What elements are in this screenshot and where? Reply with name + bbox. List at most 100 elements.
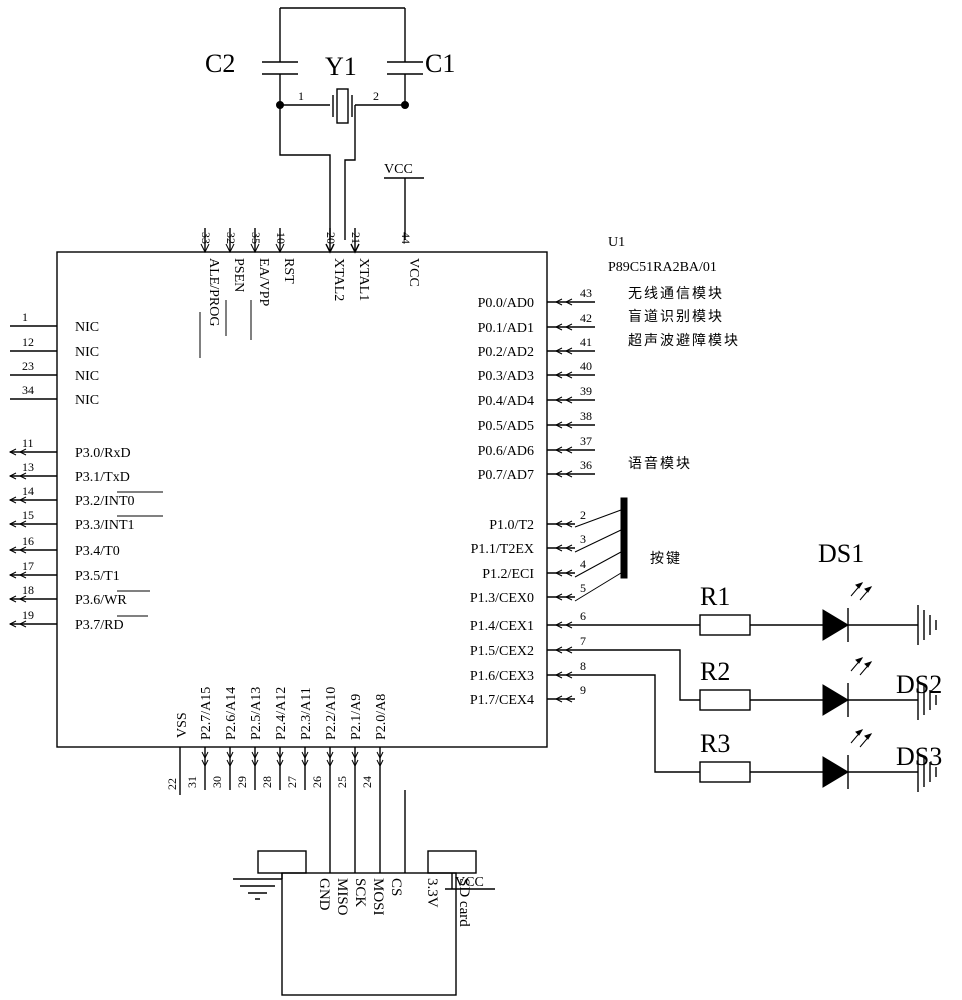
sd-pin-sck: SCK xyxy=(352,878,368,907)
pin-number: 28 xyxy=(260,776,274,788)
crystal-pin1-label: 1 xyxy=(298,89,304,103)
pin-name: P2.6/A14 xyxy=(224,687,239,740)
bottom-pin-p2-4-a12: 28P2.4/A12 xyxy=(260,687,289,790)
pin-name: P3.1/TxD xyxy=(75,470,130,485)
ground-symbol xyxy=(233,873,282,899)
y1-label: Y1 xyxy=(325,52,357,81)
right-pin-p1-1-t2ex: 3P1.1/T2EX xyxy=(471,532,586,557)
left-pin-nic-12: 12NIC xyxy=(10,335,99,360)
pin-number: 34 xyxy=(22,383,34,397)
pin-number: 44 xyxy=(399,232,413,244)
right-pin-p1-2-eci: 4P1.2/ECI xyxy=(482,557,586,582)
pin-number: 12 xyxy=(22,335,34,349)
ground-symbol xyxy=(918,605,936,645)
pin-name: NIC xyxy=(75,320,99,335)
pin-name: P0.6/AD6 xyxy=(478,444,534,459)
pin-name: P1.2/ECI xyxy=(482,567,534,582)
chip-ref-label: U1 xyxy=(608,235,625,250)
sd-card-module: VCC GND MISO SCK MOSI CS 3.3V SD card xyxy=(233,790,495,995)
pin-name: P0.3/AD3 xyxy=(478,369,534,384)
right-pin-p0-6-ad6: 37P0.6/AD6 xyxy=(478,434,595,459)
pin-name: P1.4/CEX1 xyxy=(470,619,534,634)
ultrasonic-module-label: 超声波避障模块 xyxy=(628,333,740,349)
pin-name: P2.5/A13 xyxy=(249,687,264,740)
top-pin-ale-prog: 33ALE/PROG xyxy=(199,228,221,326)
pin-name: P1.0/T2 xyxy=(489,518,534,533)
vss-label: VSS xyxy=(175,712,190,738)
pin-name: P0.1/AD1 xyxy=(478,321,534,336)
pin-name: P2.1/A9 xyxy=(349,694,364,740)
bottom-pin-p2-3-a11: 27P2.3/A11 xyxy=(285,687,314,790)
right-pin-group: 43P0.0/AD042P0.1/AD141P0.2/AD240P0.3/AD3… xyxy=(470,286,595,708)
pin-name: XTAL2 xyxy=(331,258,346,301)
left-pin-p3-1-txd-13: 13P3.1/TxD xyxy=(10,460,130,485)
bottom-pin-group: 31 P2.7/A15 30 P2.6/A14 29 P2.5/A1328P2.4/A12… xyxy=(185,687,389,790)
pin-number: 4 xyxy=(580,557,586,571)
capacitor-c1-symbol xyxy=(387,62,423,74)
pin-name: P3.0/RxD xyxy=(75,446,131,461)
pin-number: 23 xyxy=(22,359,34,373)
pin-number: 30 xyxy=(210,776,224,788)
pin-number: 37 xyxy=(580,434,592,448)
pin-name: EA/VPP xyxy=(256,258,271,306)
sd-pin-cs: CS xyxy=(388,878,404,896)
crystal-network: C2 Y1 C1 1 2 VCC xyxy=(205,8,455,240)
pin-number: 13 xyxy=(22,460,34,474)
pin-number: 6 xyxy=(580,609,586,623)
pin-name: P3.5/T1 xyxy=(75,569,120,584)
wireless-module-label: 无线通信模块 xyxy=(628,286,724,302)
left-pin-p3-3-int1-15: 15P3.3/INT1 xyxy=(10,508,135,533)
right-pin-p1-7-cex4: 9P1.7/CEX4 xyxy=(470,683,586,708)
top-pin-xtal2: 20XTAL2 xyxy=(324,228,346,301)
resistor-r1 xyxy=(700,615,750,635)
pin-number: 17 xyxy=(22,559,34,573)
sd-pin-gnd: GND xyxy=(316,878,332,911)
r1-label: R1 xyxy=(700,582,730,611)
pin-number: 25 xyxy=(335,776,349,788)
sd-tab-left xyxy=(258,851,306,873)
pin-name: P1.6/CEX3 xyxy=(470,669,534,684)
keys-bus: 按键 xyxy=(575,498,682,601)
pin-name: P3.3/INT1 xyxy=(75,518,135,533)
left-pin-p3-5-t1-17: 17P3.5/T1 xyxy=(10,559,120,584)
c2-label: C2 xyxy=(205,49,235,78)
pin-name: P0.4/AD4 xyxy=(478,394,534,409)
capacitor-c2-symbol xyxy=(262,62,298,74)
ds3-label: DS3 xyxy=(896,742,942,771)
pin-number: 21 xyxy=(349,232,363,244)
chip-part-label: P89C51RA2BA/01 xyxy=(608,260,717,275)
pin-name: P2.7/A15 xyxy=(199,687,214,740)
pin-number: 20 xyxy=(324,232,338,244)
pin-name: PSEN xyxy=(231,258,246,292)
pin-number: 31 xyxy=(185,776,199,788)
pin-name: P2.2/A10 xyxy=(324,687,339,740)
top-pin-vcc: 44VCC xyxy=(399,232,421,287)
pin-number: 38 xyxy=(580,409,592,423)
pin-number: 42 xyxy=(580,311,592,325)
top-pin-group: 33ALE/PROG32PSEN35EA/VPP10RST20XTAL221XT… xyxy=(199,228,421,358)
sd-pin-3v3: 3.3V xyxy=(424,878,440,908)
junction-dot xyxy=(402,102,409,109)
pin-name: P0.7/AD7 xyxy=(478,468,534,483)
pin-name: P2.3/A11 xyxy=(299,687,314,740)
pin-number: 2 xyxy=(580,508,586,522)
pin-name: P1.5/CEX2 xyxy=(470,644,534,659)
bottom-pin-p2-1-a9: 25 P2.1/A9 xyxy=(335,694,364,790)
bottom-pin-p2-5-a13: 29 P2.5/A13 xyxy=(235,687,264,790)
sd-pin-miso: MISO xyxy=(334,878,350,916)
crystal-y1-body xyxy=(337,89,348,123)
left-pin-p3-6-wr-18: 18P3.6/WR xyxy=(10,583,127,608)
right-pin-p0-7-ad7: 36P0.7/AD7 xyxy=(478,458,595,483)
vss-pin-number: 22 xyxy=(165,778,179,790)
right-pin-p0-2-ad2: 41P0.2/AD2 xyxy=(478,335,595,360)
resistor-r3 xyxy=(700,762,750,782)
resistor-r2 xyxy=(700,690,750,710)
pin-number: 11 xyxy=(22,436,34,450)
pin-number: 24 xyxy=(360,776,374,788)
pin-number: 29 xyxy=(235,776,249,788)
crystal-y1-plates xyxy=(333,95,352,117)
left-pin-nic-23: 23NIC xyxy=(10,359,99,384)
pin-number: 40 xyxy=(580,359,592,373)
pin-name: P3.7/RD xyxy=(75,618,124,633)
